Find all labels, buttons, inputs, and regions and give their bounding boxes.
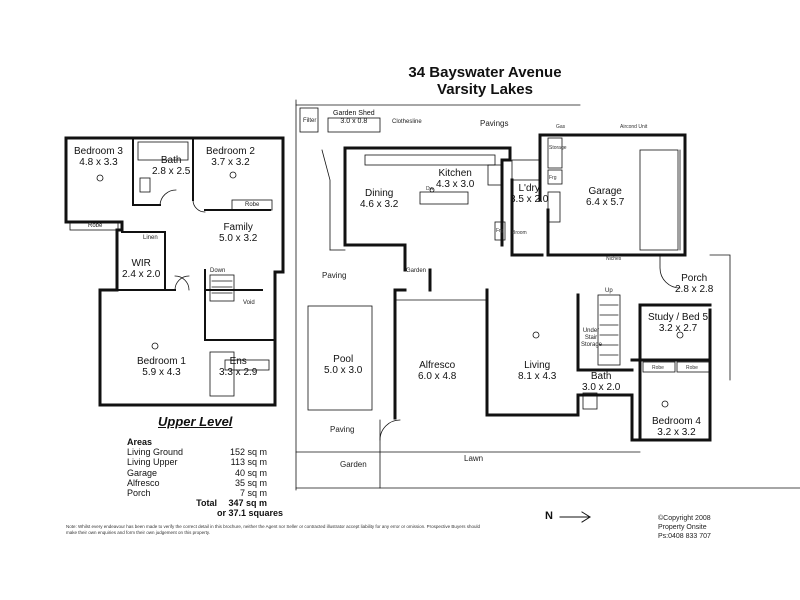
label-niches: Niches (606, 256, 622, 262)
label-garden: Garden (406, 268, 427, 274)
label-linen: Linen (143, 235, 158, 241)
upper-level-heading: Upper Level (158, 414, 233, 429)
label-frg: Frg (549, 175, 557, 181)
label-paving: Paving (330, 425, 355, 434)
label-pavings: Pavings (480, 119, 509, 128)
label-under-stair-storage: Under Stair Storage (581, 328, 603, 348)
label-filter: Filter (303, 118, 317, 124)
label-broom: Broom (512, 230, 527, 236)
label-frg: Frg (496, 228, 504, 234)
north-label: N (545, 510, 553, 522)
property-suburb: Varsity Lakes (437, 81, 533, 98)
label-gas: Gas (556, 124, 566, 130)
disclaimer-note: Note: Whilst every endeavour has been ma… (66, 524, 480, 535)
label-down: Down (210, 268, 226, 274)
label-up: Up (605, 288, 613, 294)
label-robe: Robe (652, 365, 664, 371)
label-paving: Paving (322, 271, 347, 280)
label-robe: Robe (245, 202, 260, 208)
ceiling-fan-icons (96, 171, 237, 350)
label-robe: Robe (686, 365, 698, 371)
label-garden: Garden (340, 460, 367, 469)
north-arrow-icon (559, 511, 591, 523)
label-void: Void (243, 300, 255, 306)
label-clothesline: Clothesline (392, 119, 422, 125)
label-robe: Robe (88, 223, 103, 229)
property-address: 34 Bayswater Avenue (408, 64, 562, 81)
label-lawn: Lawn (464, 454, 484, 463)
label-storage: Storage (549, 145, 567, 151)
copyright-block: ©Copyright 2008 Property Onsite Ps:0408 … (658, 515, 711, 540)
label-aircond-unit: Aircond Unit (620, 124, 648, 130)
label-dw: Dw (426, 186, 434, 192)
areas-heading: Areas (127, 437, 153, 447)
ground-level-walls (343, 133, 712, 442)
areas-squares: or 37.1 squares (217, 508, 284, 519)
